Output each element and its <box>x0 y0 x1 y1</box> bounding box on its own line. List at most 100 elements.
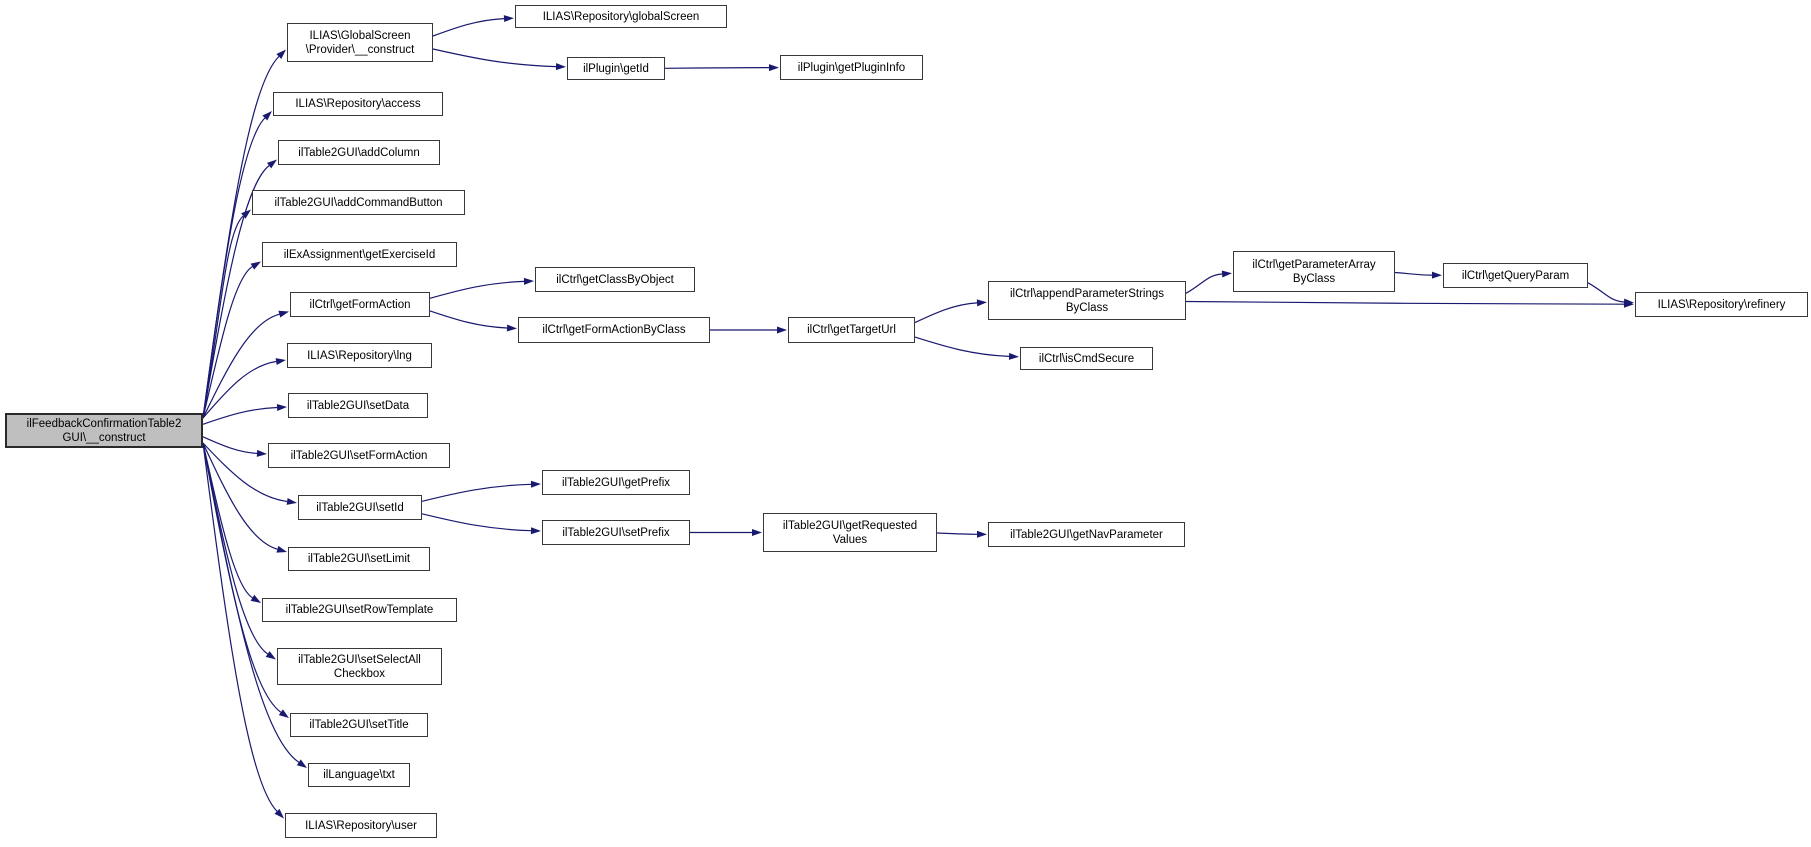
edge-ilctrl-getparameterarraybyclass--ilctrl-getqueryparam <box>1394 271 1433 276</box>
edge-table2gui-setid--table2gui-setprefix <box>421 513 532 532</box>
arrowhead-ilplugin-getid--ilplugin-getplugininfo <box>769 64 779 72</box>
node-repository-user[interactable]: ILIAS\Repository\user <box>285 813 437 838</box>
node-label: ilTable2GUI\setTitle <box>309 719 409 731</box>
arrowhead-root--exassignment-getexerciseid <box>250 261 261 270</box>
node-table2gui-setid[interactable]: ilTable2GUI\setId <box>298 495 422 520</box>
edge-root--illanguage-txt <box>202 442 300 763</box>
arrowhead-ilctrl-getformaction--ilctrl-getformactionbyclass <box>506 324 517 332</box>
edge-root--repository-access <box>202 117 266 419</box>
edge-root--repository-user <box>202 442 278 812</box>
node-label: ilPlugin\getPluginInfo <box>797 61 906 74</box>
arrowhead-root--repository-user <box>274 808 284 819</box>
node-ilctrl-appendparameterstringsbyclass[interactable]: ilCtrl\appendParameterStrings ByClass <box>988 281 1186 320</box>
arrowhead-root--ilctrl-getformaction <box>278 310 289 318</box>
arrowhead-ilctrl-gettargeturl--ilctrl-iscmdsecure <box>1008 352 1019 360</box>
node-label: ilTable2GUI\setId <box>316 501 404 514</box>
edge-ilctrl-getformaction--ilctrl-getformactionbyclass <box>429 310 508 329</box>
node-table2gui-setdata[interactable]: ilTable2GUI\setData <box>288 393 428 418</box>
edge-root--repository-lng <box>202 360 277 419</box>
arrowhead-root--table2gui-addcolumn <box>267 159 277 169</box>
arrowhead-root--table2gui-addcommandbutton <box>241 209 251 219</box>
node-label: ilTable2GUI\addColumn <box>298 146 420 159</box>
arrowhead-root--globalscreen-provider-construct <box>276 49 286 59</box>
edge-root--table2gui-setrowtemplate <box>202 442 253 599</box>
node-label: ilCtrl\getParameterArray ByClass <box>1252 258 1376 285</box>
edge-root--table2gui-setdata <box>202 406 278 425</box>
edge-ilctrl-gettargeturl--ilctrl-appendparameterstringsbyclass <box>914 302 978 324</box>
node-label: ilPlugin\getId <box>583 62 649 75</box>
node-label: ILIAS\Repository\lng <box>307 349 412 362</box>
arrowhead-root--table2gui-setlimit <box>276 545 287 553</box>
node-root: ilFeedbackConfirmationTable2 GUI\__const… <box>5 413 203 448</box>
node-ilctrl-iscmdsecure[interactable]: ilCtrl\isCmdSecure <box>1020 347 1153 370</box>
edge-root--table2gui-addcommandbutton <box>202 215 244 419</box>
node-table2gui-setlimit[interactable]: ilTable2GUI\setLimit <box>288 547 430 571</box>
node-table2gui-addcolumn[interactable]: ilTable2GUI\addColumn <box>278 140 440 165</box>
node-illanguage-txt[interactable]: ilLanguage\txt <box>308 763 410 787</box>
node-label: ilTable2GUI\getRequested Values <box>782 519 918 546</box>
node-table2gui-addcommandbutton[interactable]: ilTable2GUI\addCommandButton <box>252 190 465 215</box>
node-label: ilTable2GUI\setSelectAll Checkbox <box>298 653 421 680</box>
arrowhead-globalscreen-provider-construct--ilplugin-getid <box>555 63 566 71</box>
edge-ilctrl-getformaction--ilctrl-getclassbyobject <box>429 280 525 299</box>
node-ilctrl-getformaction[interactable]: ilCtrl\getFormAction <box>290 292 430 317</box>
node-label: ILIAS\Repository\user <box>305 819 417 832</box>
node-table2gui-getprefix[interactable]: ilTable2GUI\getPrefix <box>542 470 690 495</box>
arrowhead-ilctrl-getparameterarraybyclass--ilctrl-getqueryparam <box>1432 271 1442 279</box>
edge-root--table2gui-setformaction <box>202 436 258 454</box>
node-repository-access[interactable]: ILIAS\Repository\access <box>273 92 443 116</box>
node-table2gui-setrowtemplate[interactable]: ilTable2GUI\setRowTemplate <box>262 598 457 622</box>
edge-ilctrl-gettargeturl--ilctrl-iscmdsecure <box>914 336 1010 357</box>
node-ilctrl-getqueryparam[interactable]: ilCtrl\getQueryParam <box>1443 263 1588 288</box>
arrowhead-root--illanguage-txt <box>296 759 307 768</box>
node-table2gui-setformaction[interactable]: ilTable2GUI\setFormAction <box>268 443 450 468</box>
node-table2gui-getnavparameter[interactable]: ilTable2GUI\getNavParameter <box>988 522 1185 547</box>
arrowhead-root--table2gui-settitle <box>278 709 289 718</box>
node-label: ilCtrl\isCmdSecure <box>1038 352 1135 365</box>
node-repository-refinery[interactable]: ILIAS\Repository\refinery <box>1635 292 1808 317</box>
node-table2gui-setprefix[interactable]: ilTable2GUI\setPrefix <box>542 520 690 545</box>
arrowhead-table2gui-setid--table2gui-getprefix <box>530 480 541 488</box>
node-ilctrl-getformactionbyclass[interactable]: ilCtrl\getFormActionByClass <box>518 317 710 343</box>
edge-globalscreen-provider-construct--ilplugin-getid <box>432 48 557 68</box>
node-label: ilTable2GUI\setRowTemplate <box>285 604 434 616</box>
arrowhead-globalscreen-provider-construct--repository-globalscreen <box>503 15 514 22</box>
node-globalscreen-provider-construct[interactable]: ILIAS\GlobalScreen \Provider\__construct <box>287 23 433 62</box>
node-label: ilCtrl\getClassByObject <box>556 273 674 286</box>
node-ilplugin-getid[interactable]: ilPlugin\getId <box>567 57 665 80</box>
node-ilctrl-getparameterarraybyclass[interactable]: ilCtrl\getParameterArray ByClass <box>1233 251 1395 292</box>
node-label: ilCtrl\getQueryParam <box>1461 269 1570 282</box>
arrowhead-table2gui-setid--table2gui-setprefix <box>530 527 541 535</box>
node-label: ILIAS\Repository\access <box>295 98 421 110</box>
arrowhead-ilctrl-getformaction--ilctrl-getclassbyobject <box>523 277 534 285</box>
node-label: ilTable2GUI\addCommandButton <box>274 196 443 209</box>
node-table2gui-setselectallcheckbox[interactable]: ilTable2GUI\setSelectAll Checkbox <box>277 648 442 685</box>
edge-ilctrl-getqueryparam--repository-refinery <box>1587 282 1625 303</box>
node-repository-globalscreen[interactable]: ILIAS\Repository\globalScreen <box>515 5 727 28</box>
arrowhead-root--table2gui-setdata <box>276 404 287 411</box>
node-label: ilTable2GUI\getNavParameter <box>1010 528 1163 541</box>
node-label: ilTable2GUI\setLimit <box>307 553 411 565</box>
arrowhead-root--table2gui-setselectallcheckbox <box>265 651 276 660</box>
node-table2gui-getrequestedvalues[interactable]: ilTable2GUI\getRequested Values <box>763 513 937 552</box>
node-label: ILIAS\GlobalScreen \Provider\__construct <box>305 29 415 56</box>
node-label: ilTable2GUI\setPrefix <box>562 526 670 539</box>
arrowhead-root--table2gui-setformaction <box>256 449 267 457</box>
node-label: ilFeedbackConfirmationTable2 GUI\__const… <box>26 417 182 444</box>
arrowhead-table2gui-getrequestedvalues--table2gui-getnavparameter <box>977 530 987 538</box>
node-label: ilCtrl\getTargetUrl <box>807 324 896 336</box>
node-ilplugin-getplugininfo[interactable]: ilPlugin\getPluginInfo <box>780 55 923 80</box>
node-label: ilCtrl\getFormActionByClass <box>542 324 686 336</box>
edge-root--table2gui-settitle <box>202 442 282 713</box>
arrowhead-root--repository-access <box>262 111 272 121</box>
node-ilctrl-getclassbyobject[interactable]: ilCtrl\getClassByObject <box>535 267 695 292</box>
edge-root--table2gui-setid <box>202 442 288 503</box>
node-repository-lng[interactable]: ILIAS\Repository\lng <box>287 343 432 368</box>
node-ilctrl-gettargeturl[interactable]: ilCtrl\getTargetUrl <box>788 317 915 343</box>
node-label: ilExAssignment\getExerciseId <box>283 248 436 261</box>
node-exassignment-getexerciseid[interactable]: ilExAssignment\getExerciseId <box>262 242 457 267</box>
node-table2gui-settitle[interactable]: ilTable2GUI\setTitle <box>290 713 428 737</box>
edge-ilctrl-appendparameterstringsbyclass--ilctrl-getparameterarraybyclass <box>1185 273 1223 294</box>
